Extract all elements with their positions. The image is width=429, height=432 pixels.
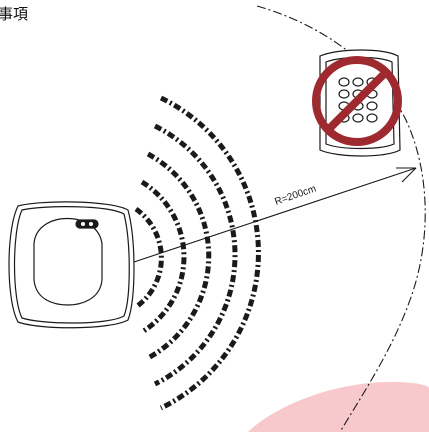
signal-wave [153,123,238,387]
signal-wave [146,151,212,361]
signal-wave [134,206,164,310]
radius-arrow [133,167,417,263]
pink-region [248,381,429,432]
card-reader-device-icon [8,201,135,329]
signal-wave [140,179,187,335]
signal-waves [134,95,261,411]
range-circle [256,5,426,432]
page-title: 事項 [0,5,29,23]
prohibited-sign-icon [312,56,402,146]
radius-label: R=200cm [273,183,317,207]
